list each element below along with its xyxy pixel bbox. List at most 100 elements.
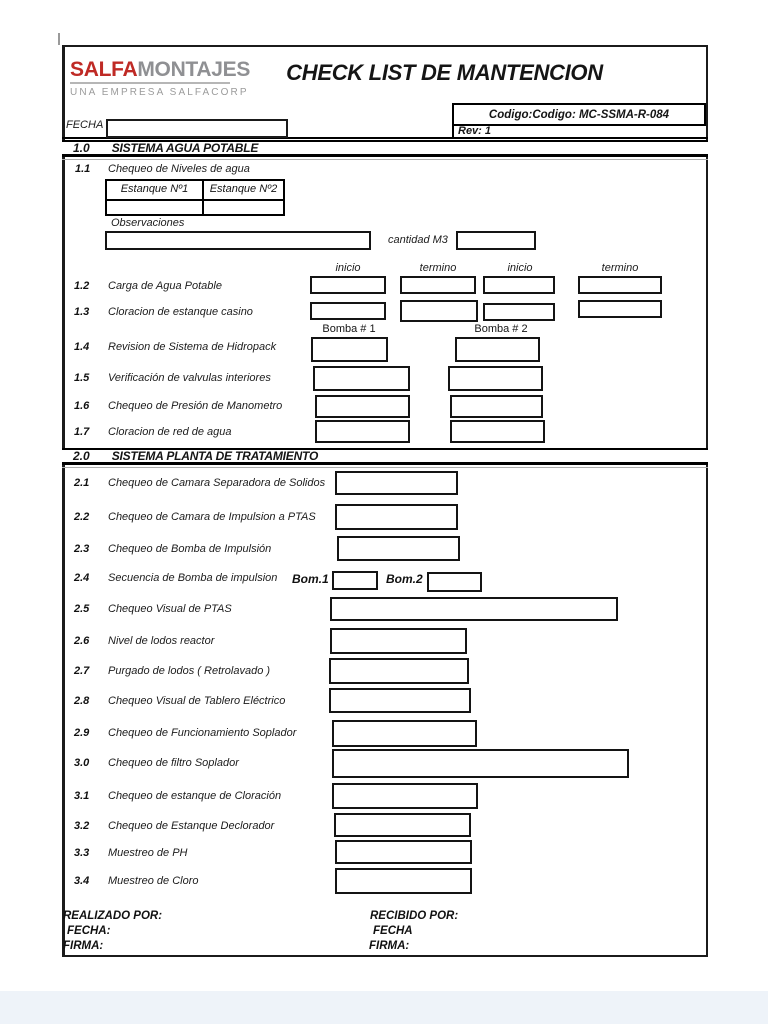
item-2-5-label: Chequeo Visual de PTAS (108, 603, 232, 615)
field-2-5[interactable] (330, 597, 618, 621)
item-3-3-label: Muestreo de PH (108, 847, 188, 859)
tank-level-table: Estanque Nº1 Estanque Nº2 (105, 179, 285, 216)
time-header-inicio-2: inicio (507, 262, 533, 274)
page-title: CHECK LIST DE MANTENCION (286, 60, 603, 85)
field-2-6[interactable] (330, 628, 467, 654)
field-2-7[interactable] (329, 658, 469, 684)
field-3-1[interactable] (332, 783, 478, 809)
fecha-input[interactable] (106, 119, 288, 138)
item-2-6-number: 2.6 (74, 635, 90, 647)
observaciones-input[interactable] (105, 231, 371, 250)
header-divider (62, 137, 708, 139)
field-1-7-bomba-1[interactable] (315, 420, 410, 443)
corner-tick-mark (58, 33, 60, 45)
bomba-2-label: Bomba # 2 (474, 323, 528, 335)
firma-right-label: FIRMA: (369, 940, 410, 952)
field-2-8[interactable] (329, 688, 471, 713)
item-1-3-label: Cloracion de estanque casino (108, 306, 253, 318)
section-1-header: 1.0 SISTEMA AGUA POTABLE (62, 140, 708, 157)
time-header-termino-1: termino (419, 262, 457, 274)
item-2-7-number: 2.7 (74, 665, 90, 677)
cantidad-m3-label: cantidad M3 (388, 234, 448, 246)
field-2-9[interactable] (332, 720, 477, 747)
field-1-4-bomba-2[interactable] (455, 337, 540, 362)
item-1-7-label: Cloracion de red de agua (108, 426, 232, 438)
field-2-4-bom-1[interactable] (332, 571, 378, 590)
section-1-number: 1.0 (73, 141, 90, 155)
bom-2-label: Bom.2 (386, 572, 423, 586)
item-1-1-number: 1.1 (75, 163, 91, 175)
item-2-8-number: 2.8 (74, 695, 90, 707)
section-2-header: 2.0 SISTEMA PLANTA DE TRATAMIENTO (62, 448, 708, 465)
field-2-3[interactable] (337, 536, 460, 561)
field-1-2-inicio-1[interactable] (310, 276, 386, 294)
item-1-1-label: Chequeo de Niveles de agua (108, 163, 250, 175)
field-1-6-bomba-1[interactable] (315, 395, 410, 418)
field-3-3[interactable] (335, 840, 472, 864)
item-2-2-number: 2.2 (74, 511, 90, 523)
item-3-0-number: 3.0 (74, 757, 90, 769)
fecha-left-label: FECHA: (67, 925, 111, 937)
section-2-underline (62, 467, 708, 468)
fecha-right-label: FECHA (373, 925, 413, 937)
item-2-9-number: 2.9 (74, 727, 90, 739)
item-1-7-number: 1.7 (74, 426, 90, 438)
time-header-inicio-1: inicio (335, 262, 361, 274)
field-1-4-bomba-1[interactable] (311, 337, 388, 362)
tank-2-header: Estanque Nº2 (209, 183, 278, 195)
field-1-6-bomba-2[interactable] (450, 395, 543, 418)
logo-text-salfa: SALFA (70, 58, 138, 81)
field-1-5-bomba-2[interactable] (448, 366, 543, 391)
field-1-3-termino-2[interactable] (578, 300, 662, 318)
field-1-3-inicio-2[interactable] (483, 303, 555, 321)
field-3-2[interactable] (334, 813, 471, 837)
tank-1-value-cell[interactable] (107, 201, 204, 214)
item-1-5-label: Verificación de valvulas interiores (108, 372, 271, 384)
field-1-2-termino-2[interactable] (578, 276, 662, 294)
item-1-2-label: Carga de Agua Potable (108, 280, 222, 292)
item-1-6-number: 1.6 (74, 400, 90, 412)
item-3-2-label: Chequeo de Estanque Declorador (108, 820, 275, 832)
field-2-4-bom-2[interactable] (427, 572, 482, 592)
item-3-1-number: 3.1 (74, 790, 90, 802)
company-logo: SALFAMONTAJES (70, 58, 250, 82)
tank-2-value-cell[interactable] (204, 201, 283, 214)
item-1-5-number: 1.5 (74, 372, 90, 384)
section-1-underline (62, 159, 708, 160)
field-1-3-inicio-1[interactable] (310, 302, 386, 320)
section-2-title: SISTEMA PLANTA DE TRATAMIENTO (111, 449, 319, 463)
item-2-7-label: Purgado de lodos ( Retrolavado ) (108, 665, 271, 677)
form-border (62, 45, 708, 957)
field-1-2-termino-1[interactable] (400, 276, 476, 294)
item-2-5-number: 2.5 (74, 603, 90, 615)
cantidad-m3-input[interactable] (456, 231, 536, 250)
field-1-7-bomba-2[interactable] (450, 420, 545, 443)
bom-1-label: Bom.1 (292, 572, 329, 586)
rev-row: Rev: 1 (452, 125, 706, 137)
item-2-6-label: Nivel de lodos reactor (108, 635, 215, 647)
item-2-3-number: 2.3 (74, 543, 90, 555)
field-3-4[interactable] (335, 868, 472, 894)
item-2-2-label: Chequeo de Camara de Impulsion a PTAS (108, 511, 316, 523)
item-1-4-number: 1.4 (74, 341, 90, 353)
field-2-2[interactable] (335, 504, 458, 530)
observaciones-label: Observaciones (111, 217, 185, 229)
field-3-0[interactable] (332, 749, 629, 778)
field-1-2-inicio-2[interactable] (483, 276, 555, 294)
field-2-1[interactable] (335, 471, 458, 495)
section-1-title: SISTEMA AGUA POTABLE (111, 141, 259, 155)
item-2-8-label: Chequeo Visual de Tablero Eléctrico (108, 695, 286, 707)
fecha-label: FECHA (66, 119, 104, 131)
item-3-0-label: Chequeo de filtro Soplador (108, 757, 239, 769)
bomba-1-label: Bomba # 1 (322, 323, 376, 335)
recibido-por-label: RECIBIDO POR: (370, 910, 459, 922)
field-1-5-bomba-1[interactable] (313, 366, 410, 391)
item-2-1-label: Chequeo de Camara Separadora de Solidos (108, 477, 326, 489)
field-1-3-termino-1[interactable] (400, 300, 478, 322)
item-3-3-number: 3.3 (74, 847, 90, 859)
logo-tagline: UNA EMPRESA SALFACORP (70, 82, 246, 98)
item-3-4-number: 3.4 (74, 875, 90, 887)
bottom-strip (0, 991, 768, 1024)
item-2-9-label: Chequeo de Funcionamiento Soplador (108, 727, 297, 739)
